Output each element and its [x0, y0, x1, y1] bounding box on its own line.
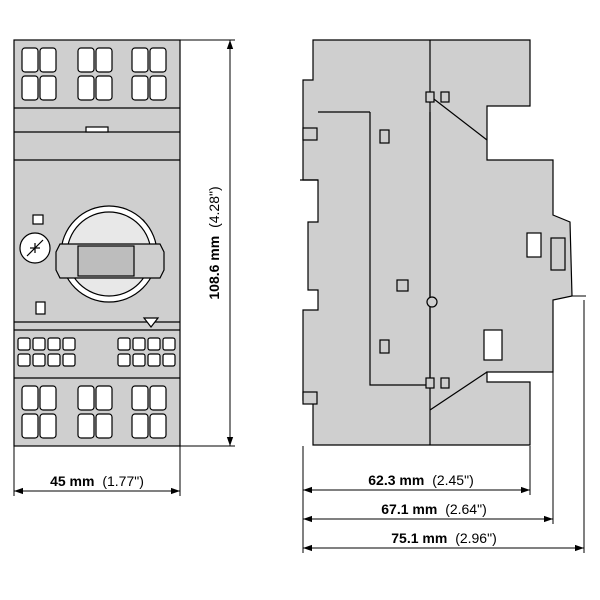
front-height-metric: 108.6 mm [206, 236, 222, 300]
aux-terminals [17, 337, 176, 367]
side-depth-2-label: 67.1 mm (2.64") [381, 501, 486, 517]
side-depth-1-label: 62.3 mm (2.45") [368, 472, 473, 488]
side-depth-1-imperial: (2.45") [432, 472, 474, 488]
side-depth-3-metric: 75.1 mm [391, 530, 447, 546]
side-depth-2-metric: 67.1 mm [381, 501, 437, 517]
front-view [13, 39, 181, 447]
side-view [300, 39, 573, 446]
front-height-label: 108.6 mm (4.28") [206, 186, 222, 299]
rotary-handle [19, 205, 165, 315]
side-depth-3-label: 75.1 mm (2.96") [391, 530, 496, 546]
front-height-imperial: (4.28") [206, 186, 222, 228]
front-width-label: 45 mm (1.77") [50, 473, 144, 489]
bottom-terminals [21, 385, 167, 439]
front-width-imperial: (1.77") [102, 473, 144, 489]
side-depth-1-metric: 62.3 mm [368, 472, 424, 488]
side-depth-3-imperial: (2.96") [455, 530, 497, 546]
front-width-metric: 45 mm [50, 473, 94, 489]
dimension-lines [13, 39, 586, 553]
side-depth-2-imperial: (2.64") [445, 501, 487, 517]
top-terminals [21, 47, 167, 101]
